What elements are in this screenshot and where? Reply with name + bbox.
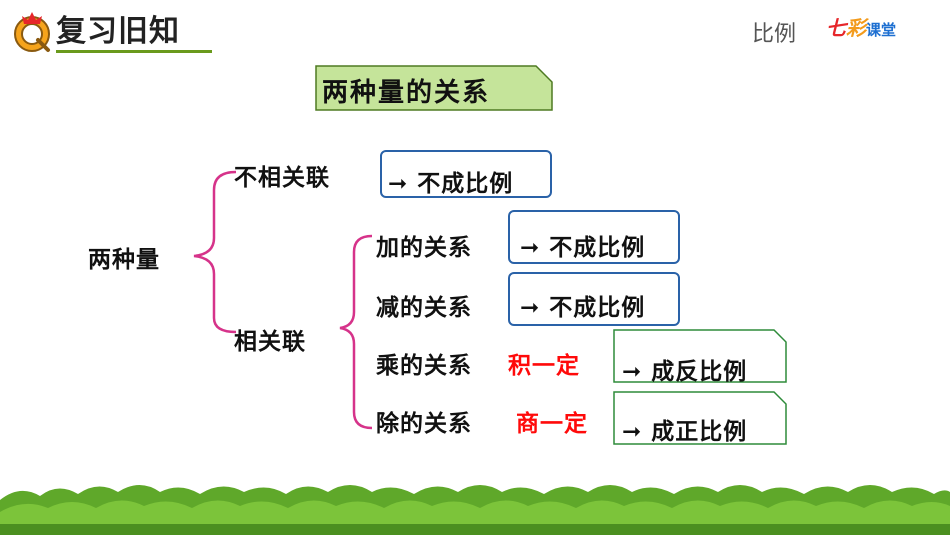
arrow-icon: ➞ xyxy=(520,295,541,321)
brand-part-1: 七 xyxy=(826,16,846,40)
arrow-icon: ➞ xyxy=(622,359,643,385)
page-title: 复习旧知 xyxy=(56,14,180,49)
result-add-text: 不成比例 xyxy=(549,235,646,261)
condition-quotient-constant: 商一定 xyxy=(516,411,588,437)
arrow-icon: ➞ xyxy=(388,171,409,197)
relation-add-label: 加的关系 xyxy=(376,235,472,261)
lesson-topic: 比例 xyxy=(752,22,797,47)
result-multiply: ➞ 成反比例 xyxy=(622,352,747,386)
brand-part-2: 彩 xyxy=(846,16,866,40)
result-add: ➞ 不成比例 xyxy=(520,228,645,262)
owl-icon xyxy=(10,6,54,54)
brand-logo: 七彩课堂 xyxy=(826,12,896,41)
result-box-subtract xyxy=(508,272,680,326)
result-box-direct xyxy=(613,391,787,445)
brand-part-3: 课堂 xyxy=(866,21,897,39)
arrow-icon: ➞ xyxy=(520,235,541,261)
relation-subtract-label: 减的关系 xyxy=(376,295,472,321)
related-brace xyxy=(339,234,373,430)
relation-divide-label: 除的关系 xyxy=(376,411,472,437)
result-divide-text: 成正比例 xyxy=(651,419,748,445)
arrow-icon: ➞ xyxy=(622,419,643,445)
result-unrelated-text: 不成比例 xyxy=(417,171,514,197)
result-divide: ➞ 成正比例 xyxy=(622,412,747,446)
title-underline xyxy=(56,50,212,53)
root-brace xyxy=(193,170,237,334)
banner-shape xyxy=(315,65,553,111)
result-box-inverse xyxy=(613,329,787,383)
relation-multiply-label: 乘的关系 xyxy=(376,353,472,379)
result-multiply-text: 成反比例 xyxy=(651,359,748,385)
result-subtract-text: 不成比例 xyxy=(549,295,646,321)
result-box-unrelated xyxy=(380,150,552,198)
root-label: 两种量 xyxy=(88,247,160,273)
banner-title: 两种量的关系 xyxy=(322,78,491,108)
result-subtract: ➞ 不成比例 xyxy=(520,288,645,322)
result-box-add xyxy=(508,210,680,264)
branch-related-label: 相关联 xyxy=(234,329,306,355)
result-unrelated: ➞ 不成比例 xyxy=(388,164,513,198)
branch-unrelated-label: 不相关联 xyxy=(234,165,330,191)
grass-strip xyxy=(0,478,950,535)
condition-product-constant: 积一定 xyxy=(508,353,580,379)
